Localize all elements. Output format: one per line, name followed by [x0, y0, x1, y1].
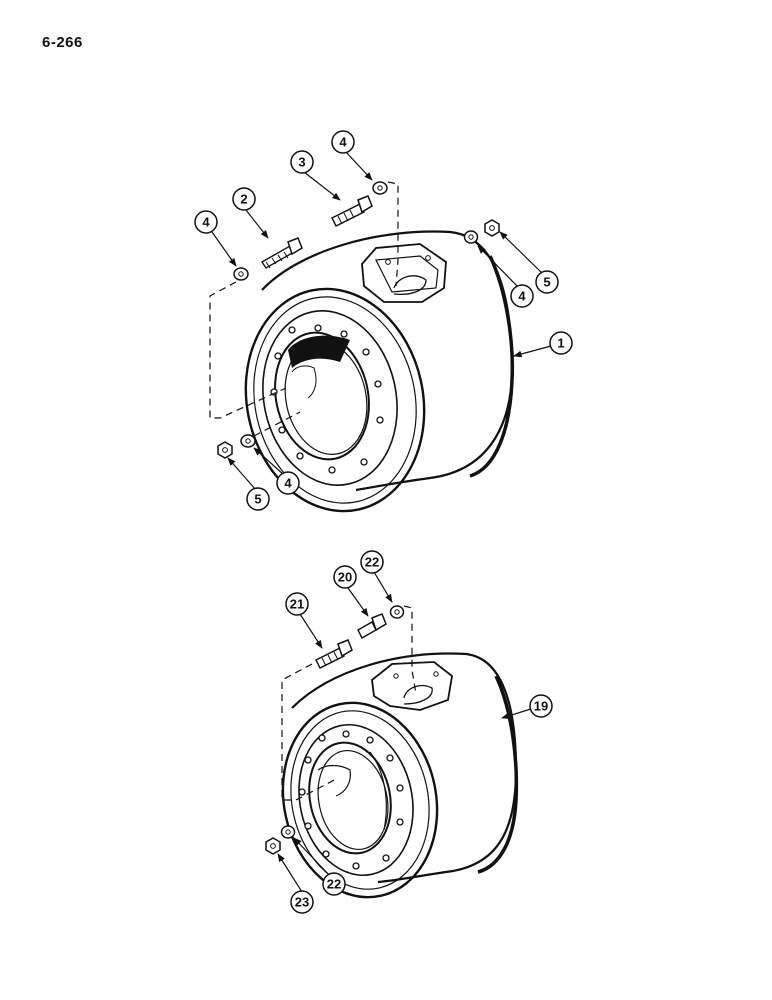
callout-3: 3: [298, 155, 305, 170]
page-number: 6-266: [42, 34, 83, 51]
callout-2: 2: [240, 192, 247, 207]
bolt-item-21: [315, 639, 353, 669]
callout-4: 4: [202, 215, 210, 230]
washer-nut-bottom: [265, 605, 405, 855]
callout-22: 22: [365, 555, 379, 570]
callout-1-circle: [549, 331, 573, 355]
callout-19: 19: [534, 699, 548, 714]
callout-22: 22: [327, 877, 341, 892]
callout-20: 20: [338, 570, 352, 585]
bolt-item-3: [331, 195, 373, 227]
wheel-weight-bottom: [281, 652, 519, 899]
bolt-item-20: [357, 613, 387, 639]
assembly-lines-bottom: [281, 605, 417, 801]
callout-1: 1: [557, 336, 564, 351]
callout-23: 23: [295, 895, 309, 910]
callout-4: 4: [284, 476, 292, 491]
callout-4: 4: [518, 289, 526, 304]
callout-5: 5: [543, 275, 550, 290]
callouts: 1 2 3 4 4 4 4 5 5 19 20 21 22 22 23: [194, 130, 573, 914]
assembly-lines-top: [209, 181, 399, 437]
callout-5: 5: [254, 492, 261, 507]
callout-21: 21: [290, 597, 304, 612]
washer-nut-top: [217, 181, 500, 459]
bolt-item-2: [261, 237, 303, 269]
callout-4: 4: [339, 135, 347, 150]
wheel-weight-top: [244, 230, 515, 513]
